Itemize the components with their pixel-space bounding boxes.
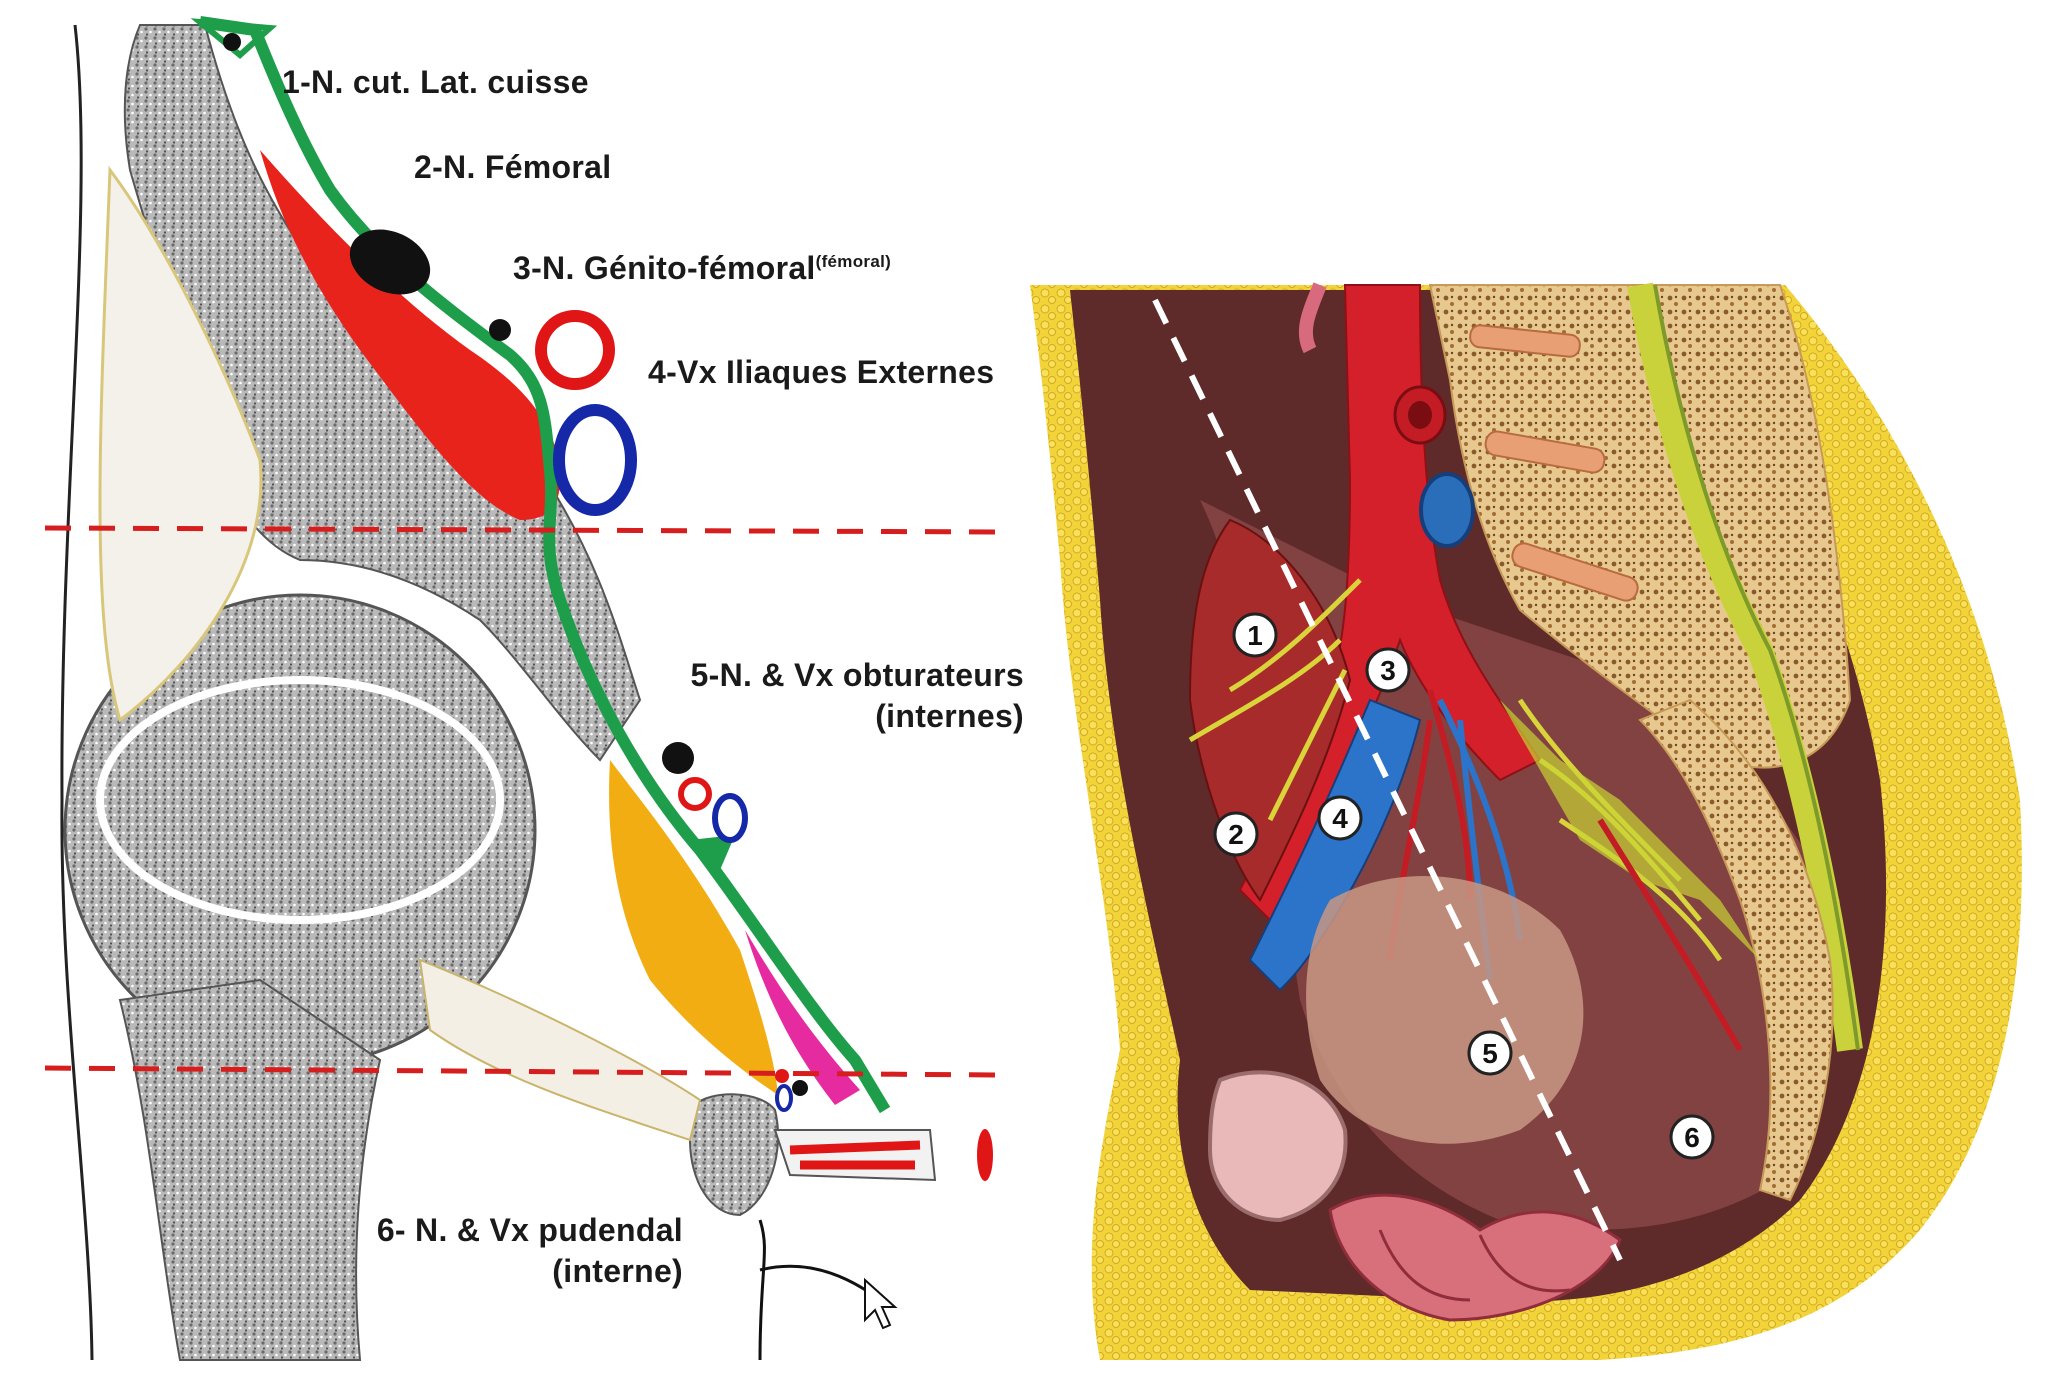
femur-shaft <box>118 978 382 1361</box>
pubic-bone <box>688 1093 779 1217</box>
obturator-nerve-dot <box>662 742 694 774</box>
marker-2: 2 <box>1213 811 1259 857</box>
marker-3: 3 <box>1365 647 1411 693</box>
label-5-line2: (internes) <box>875 698 1024 734</box>
pudendal-nerve-dot <box>792 1080 808 1096</box>
pubic-symphysis <box>1207 1070 1348 1223</box>
femoral-nerve-dot <box>349 229 431 295</box>
dashed-line-upper <box>44 525 1001 535</box>
label-3-sup: (fémoral) <box>815 252 892 271</box>
iliopsoas-muscle <box>260 150 560 520</box>
white-dashed-line <box>1152 298 1623 1262</box>
obturator-internus <box>609 760 778 1095</box>
pudendal-vein <box>775 1084 793 1112</box>
pudendal-artery <box>775 1069 789 1083</box>
left-diagram <box>44 16 1001 1361</box>
skin-outline <box>60 24 94 1361</box>
label-6-line2: (interne) <box>552 1253 683 1289</box>
vena-cava-section <box>1419 472 1475 548</box>
mouse-cursor-icon <box>864 1277 898 1330</box>
dashed-line-lower <box>44 1065 1001 1078</box>
label-2: 2-N. Fémoral <box>414 149 612 185</box>
ligament-region <box>418 958 702 1142</box>
genitofemoral-nerve-dot <box>489 319 511 341</box>
perineal-folds <box>1328 1193 1622 1322</box>
external-iliac-artery <box>535 310 615 390</box>
label-5: 5-N. & Vx obturateurs (internes) <box>648 657 1024 735</box>
cauda-equina <box>1627 282 1863 1052</box>
bladder <box>1306 876 1584 1144</box>
right-diagram: 1 2 3 4 5 6 <box>1030 282 2022 1360</box>
label-5-line1: 5-N. & Vx obturateurs <box>690 657 1024 693</box>
svg-text:5: 5 <box>1482 1038 1498 1069</box>
capsule-region <box>98 165 263 723</box>
sacrum <box>1638 698 1834 1202</box>
label-3: 3-N. Génito-fémoral(fémoral) <box>513 250 891 287</box>
svg-text:4: 4 <box>1332 803 1348 834</box>
marker-4: 4 <box>1317 795 1363 841</box>
peritoneum-line <box>199 16 891 1114</box>
nerve-1-dot <box>223 33 241 51</box>
obturator-vein <box>712 793 748 843</box>
label-1: 1-N. cut. Lat. cuisse <box>282 64 589 100</box>
marker-5: 5 <box>1467 1030 1513 1076</box>
marker-6: 6 <box>1669 1114 1715 1160</box>
svg-text:2: 2 <box>1228 819 1244 850</box>
external-iliac-vein-right <box>1248 698 1422 992</box>
label-4: 4-Vx Iliaques Externes <box>648 354 995 390</box>
genital-outline <box>758 1219 881 1361</box>
intervertebral-discs <box>1469 324 1639 602</box>
svg-text:3: 3 <box>1380 655 1396 686</box>
obturator-artery <box>678 777 712 811</box>
pudendal-canal-tissue <box>745 930 860 1105</box>
label-6: 6- N. & Vx pudendal (interne) <box>345 1212 683 1290</box>
label-3-main: 3-N. Génito-fémoral <box>513 250 816 286</box>
svg-text:6: 6 <box>1684 1122 1700 1153</box>
external-iliac-vein <box>553 404 637 516</box>
perineal-muscles <box>773 1129 937 1182</box>
svg-text:1: 1 <box>1247 620 1263 651</box>
marker-1: 1 <box>1232 612 1278 658</box>
label-6-line1: 6- N. & Vx pudendal <box>376 1212 683 1248</box>
